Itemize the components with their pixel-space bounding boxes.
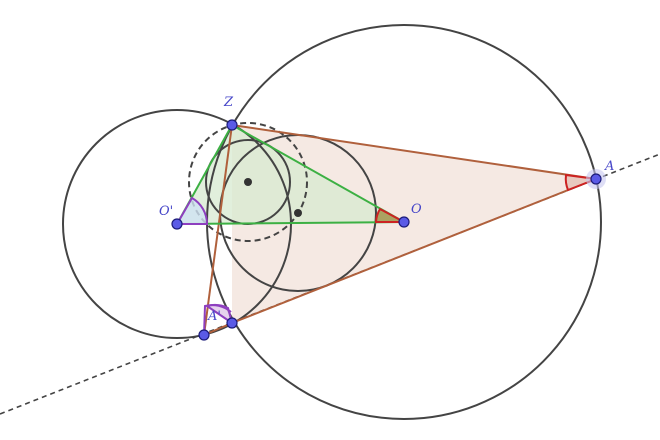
segment-A-Aprime <box>231 178 597 324</box>
label-Z: Z <box>223 95 234 110</box>
label-O: O <box>411 202 422 217</box>
segment-Z-A <box>231 124 597 180</box>
angle-arc-Aprime-outer <box>203 304 232 336</box>
label-Aprime: A' <box>207 309 221 324</box>
segment-Z-Aprime <box>203 124 233 336</box>
segment-Z-O <box>231 124 405 223</box>
point-Oprime[interactable] <box>171 218 183 230</box>
label-Oprime: O' <box>159 204 173 219</box>
point-Aprime-lower[interactable] <box>198 329 210 341</box>
point-A[interactable] <box>590 173 602 185</box>
center-point-medium <box>294 209 302 217</box>
point-Aprime[interactable] <box>226 317 238 329</box>
center-point-small <box>244 178 252 186</box>
angle-marker-O <box>374 207 405 223</box>
triangle-Z-A-Aprime <box>232 125 596 323</box>
angle-marker-Oprime <box>175 196 209 225</box>
label-A: A <box>604 159 614 174</box>
point-Z[interactable] <box>226 119 238 131</box>
circle-dashed <box>188 122 308 242</box>
circle-center-Oprime <box>62 109 292 339</box>
segment-Oprime-O <box>176 221 405 225</box>
triangle-Z-Oprime-O <box>177 125 404 224</box>
point-O[interactable] <box>398 216 410 228</box>
